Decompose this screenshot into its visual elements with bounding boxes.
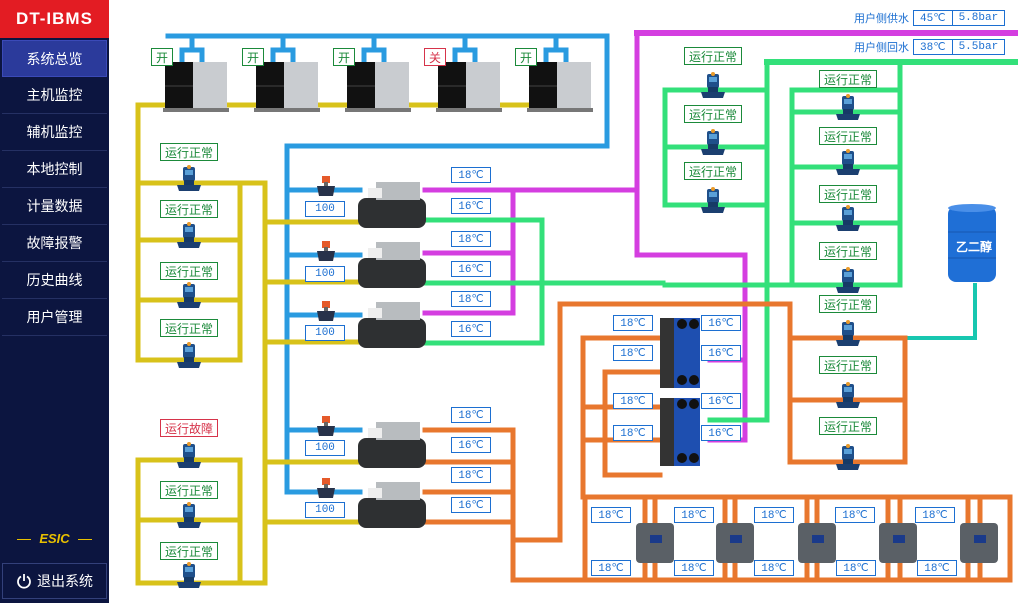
supply-pressure: 5.8bar bbox=[952, 10, 1006, 26]
hx-temp: 16℃ bbox=[701, 315, 741, 331]
nav-host-monitor[interactable]: 主机监控 bbox=[2, 77, 107, 114]
tower-2-switch[interactable]: 开 bbox=[242, 48, 264, 66]
chiller-in-temp: 16℃ bbox=[451, 198, 491, 214]
chiller-out-temp: 18℃ bbox=[451, 467, 491, 483]
pump-status: 运行正常 bbox=[819, 356, 878, 374]
chiller-in-temp: 16℃ bbox=[451, 321, 491, 337]
nav-aux-monitor[interactable]: 辅机监控 bbox=[2, 114, 107, 151]
tower-3-switch[interactable]: 开 bbox=[333, 48, 355, 66]
pump-status: 运行正常 bbox=[160, 542, 219, 560]
nav-fault-alarm[interactable]: 故障报警 bbox=[2, 225, 107, 262]
chiller-out-temp: 18℃ bbox=[451, 407, 491, 423]
valve-opening: 100 bbox=[305, 440, 345, 456]
chiller-out-temp: 18℃ bbox=[451, 167, 491, 183]
pump-status: 运行正常 bbox=[684, 47, 743, 65]
valve-opening: 100 bbox=[305, 201, 345, 217]
tower-1-switch[interactable]: 开 bbox=[151, 48, 173, 66]
pump-status: 运行正常 bbox=[684, 162, 743, 180]
pump-status: 运行正常 bbox=[819, 127, 878, 145]
pump-status: 运行正常 bbox=[160, 143, 219, 161]
cooling-towers bbox=[163, 62, 593, 112]
nav-user-management[interactable]: 用户管理 bbox=[2, 299, 107, 336]
system-diagram: 用户侧供水 45℃ 5.8bar 用户侧回水 38℃ 5.5bar 开 开 开 … bbox=[110, 0, 1028, 603]
tank-temp: 18℃ bbox=[591, 560, 631, 576]
pump-status: 运行正常 bbox=[160, 319, 219, 337]
pump-status: 运行正常 bbox=[819, 295, 878, 313]
supply-temp: 45℃ bbox=[913, 10, 953, 26]
logout-button[interactable]: 退出系统 bbox=[2, 563, 107, 599]
tower-5-switch[interactable]: 开 bbox=[515, 48, 537, 66]
chiller-in-temp: 16℃ bbox=[451, 437, 491, 453]
pump-status: 运行正常 bbox=[819, 242, 878, 260]
chiller-in-temp: 16℃ bbox=[451, 261, 491, 277]
pump-status-fault: 运行故障 bbox=[160, 419, 219, 437]
tank-temp: 18℃ bbox=[591, 507, 631, 523]
pump-status: 运行正常 bbox=[684, 105, 743, 123]
hx-temp: 18℃ bbox=[613, 393, 653, 409]
brand-esic: ESIC bbox=[0, 531, 109, 546]
pump-status: 运行正常 bbox=[160, 262, 219, 280]
tower-4-switch[interactable]: 关 bbox=[424, 48, 446, 66]
pipe-network bbox=[135, 30, 1018, 588]
hx-temp: 16℃ bbox=[701, 425, 741, 441]
chiller-in-temp: 16℃ bbox=[451, 497, 491, 513]
sidebar: DT-IBMS 系统总览 主机监控 辅机监控 本地控制 计量数据 故障报警 历史… bbox=[0, 0, 109, 603]
pump-status: 运行正常 bbox=[160, 481, 219, 499]
valve-opening: 100 bbox=[305, 502, 345, 518]
return-temp: 38℃ bbox=[913, 39, 953, 55]
hx-temp: 18℃ bbox=[613, 345, 653, 361]
pump-status: 运行正常 bbox=[819, 185, 878, 203]
chiller-out-temp: 18℃ bbox=[451, 291, 491, 307]
pump-status: 运行正常 bbox=[819, 70, 878, 88]
pump-status: 运行正常 bbox=[819, 417, 878, 435]
chiller-out-temp: 18℃ bbox=[451, 231, 491, 247]
nav-history-curve[interactable]: 历史曲线 bbox=[2, 262, 107, 299]
nav-system-overview[interactable]: 系统总览 bbox=[2, 40, 107, 77]
glycol-tank-label: 乙二醇 bbox=[956, 240, 993, 254]
tank-temp: 18℃ bbox=[915, 507, 955, 523]
pump-status: 运行正常 bbox=[160, 200, 219, 218]
nav-local-control[interactable]: 本地控制 bbox=[2, 151, 107, 188]
valve-opening: 100 bbox=[305, 325, 345, 341]
tank-temp: 18℃ bbox=[917, 560, 957, 576]
power-icon bbox=[17, 574, 31, 589]
nav-metering-data[interactable]: 计量数据 bbox=[2, 188, 107, 225]
tank-temp: 18℃ bbox=[674, 507, 714, 523]
tank-temp: 18℃ bbox=[674, 560, 714, 576]
hx-temp: 18℃ bbox=[613, 425, 653, 441]
return-pressure: 5.5bar bbox=[952, 39, 1006, 55]
chillers bbox=[358, 182, 426, 528]
valve-opening: 100 bbox=[305, 266, 345, 282]
tank-temp: 18℃ bbox=[754, 560, 794, 576]
tank-temp: 18℃ bbox=[835, 507, 875, 523]
hx-temp: 16℃ bbox=[701, 393, 741, 409]
hx-temp: 18℃ bbox=[613, 315, 653, 331]
user-supply-readout: 用户侧供水 45℃ 5.8bar bbox=[854, 10, 1006, 26]
hx-temp: 16℃ bbox=[701, 345, 741, 361]
tank-temp: 18℃ bbox=[836, 560, 876, 576]
tank-temp: 18℃ bbox=[754, 507, 794, 523]
app-logo: DT-IBMS bbox=[0, 0, 109, 38]
user-return-readout: 用户侧回水 38℃ 5.5bar bbox=[854, 39, 1006, 55]
